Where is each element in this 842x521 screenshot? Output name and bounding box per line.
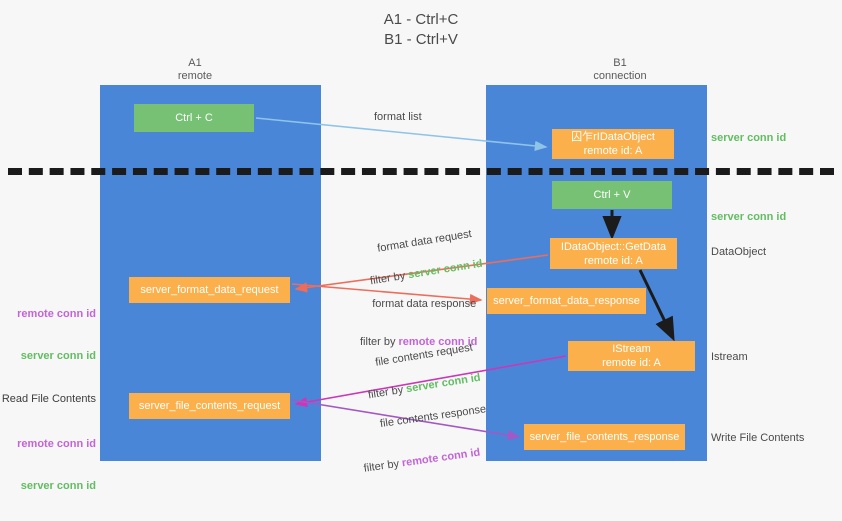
label-read-file-contents: Read File Contents [1,393,96,405]
column-header-a1: A1 remote [177,57,213,82]
annotation-fcreq-filter-prefix: filter by [367,383,408,402]
annotation-fdresp-filter: filter by remote conn id [360,335,477,349]
label-left-conn-ids-bottom: remote conn id server conn id [0,409,96,521]
label-remote-conn-id-2: remote conn id [17,438,96,450]
diagram-canvas: A1 - Ctrl+C B1 - Ctrl+V A1 remote B1 con… [0,11,834,492]
annotation-fcreq-title: file contents request [374,341,474,369]
label-remote-conn-id: remote conn id [17,308,96,320]
label-server-conn-id-top: server conn id [711,132,787,144]
box-ctrl-v[interactable]: Ctrl + V [552,181,672,209]
annotation-fcresp-filter-value: remote conn id [401,446,481,470]
annotation-fcresp-filter: filter by remote conn id [363,444,493,476]
box-data-object[interactable]: 囚乍rIDataObject remote id: A [552,129,674,159]
label-dataobject: DataObject [711,246,767,258]
annotation-fcresp-title: file contents response [379,403,487,431]
box-idataobject-getdata[interactable]: IDataObject::GetData remote id: A [550,238,677,269]
box-server-file-contents-request[interactable]: server_file_contents_request [129,393,290,419]
dashed-divider [8,168,834,175]
page-title: A1 - Ctrl+C B1 - Ctrl+V [383,11,459,48]
annotation-fcresp-filter-prefix: filter by [363,457,403,475]
label-istream: Istream [711,351,748,363]
box-server-file-contents-response[interactable]: server_file_contents_response [524,424,685,450]
annotation-fdresp-filter-prefix: filter by [360,336,399,348]
label-server-conn-id-2: server conn id [20,480,96,492]
label-left-conn-ids-top: remote conn id server conn id [0,279,96,391]
label-write-file-contents: Write File Contents [711,432,805,444]
box-server-format-data-response[interactable]: server_format_data_response [487,288,646,314]
annotation-fdreq-filter-value: server conn id [407,257,484,282]
box-server-format-data-request[interactable]: server_format_data_request [129,277,290,303]
column-header-b1: B1 connection [593,57,647,82]
annotation-format-data-response: format data response filter by remote co… [360,283,477,377]
annotation-fdresp-title: format data response [372,298,477,310]
annotation-format-list: format list [374,111,422,123]
annotation-fdresp-filter-value: remote conn id [398,336,478,348]
label-server-conn-id-middle: server conn id [711,211,787,223]
annotation-fdreq-title: format data request [376,227,473,255]
label-server-conn-id: server conn id [20,350,96,362]
box-ctrl-c[interactable]: Ctrl + C [134,104,254,132]
box-istream[interactable]: IStream remote id: A [568,341,695,371]
